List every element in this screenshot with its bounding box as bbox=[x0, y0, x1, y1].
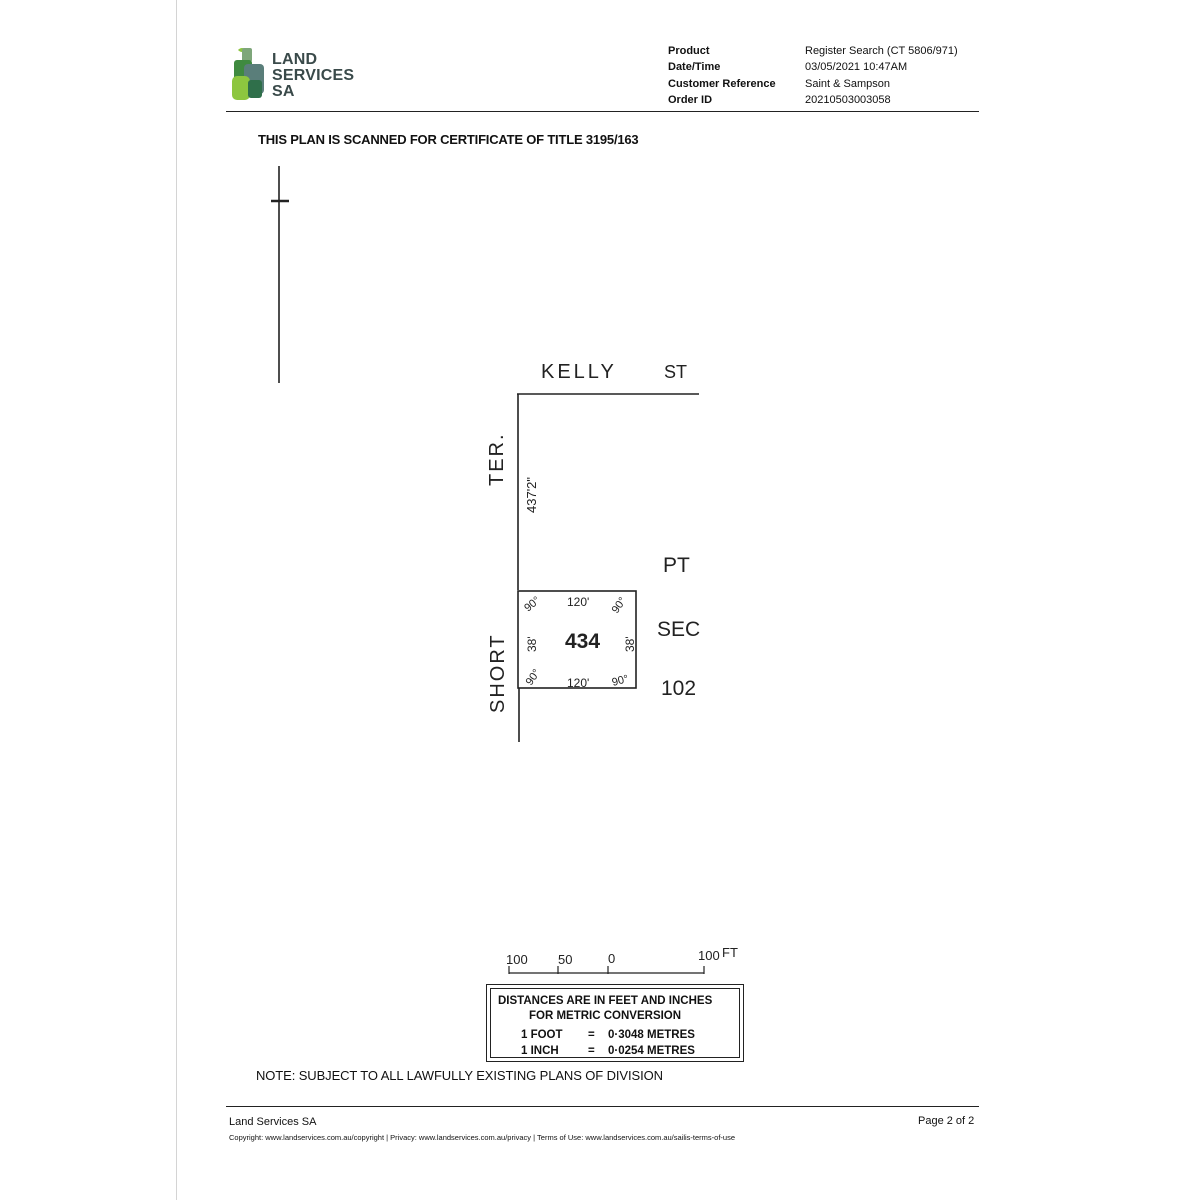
scale-unit: FT bbox=[722, 945, 738, 960]
kelly-street-label: KELLY bbox=[541, 361, 617, 383]
product-value: Register Search (CT 5806/971) bbox=[805, 45, 958, 57]
header-values: Register Search (CT 5806/971) 03/05/2021… bbox=[805, 43, 958, 108]
conversion-inch-eq: = bbox=[588, 1045, 595, 1057]
plan-title: THIS PLAN IS SCANNED FOR CERTIFICATE OF … bbox=[258, 132, 639, 147]
metric-conversion-box: DISTANCES ARE IN FEET AND INCHES FOR MET… bbox=[486, 984, 744, 1062]
terrace-label: TER. bbox=[486, 432, 508, 486]
order-id-value: 20210503003058 bbox=[805, 93, 891, 106]
conversion-foot-unit: 1 FOOT bbox=[521, 1029, 563, 1041]
conversion-inch-unit: 1 INCH bbox=[521, 1045, 559, 1057]
header-rule bbox=[226, 111, 979, 112]
scale-label-0: 0 bbox=[608, 951, 615, 966]
customer-reference-label: Customer Reference bbox=[668, 77, 776, 90]
logo-line-2: SERVICES bbox=[272, 67, 355, 84]
footer-organisation: Land Services SA bbox=[229, 1116, 317, 1128]
customer-reference-value: Saint & Sampson bbox=[805, 77, 890, 90]
short-street-label: SHORT bbox=[487, 633, 509, 713]
lot-width-top: 120' bbox=[567, 595, 589, 609]
scale-label-100-right: 100 bbox=[698, 948, 720, 963]
datetime-label: Date/Time bbox=[668, 61, 721, 74]
conversion-foot-value: 0·3048 METRES bbox=[608, 1029, 695, 1041]
logo-line-3: SA bbox=[272, 83, 295, 100]
angle-bottom-right: 90° bbox=[611, 673, 630, 689]
angle-top-right: 90° bbox=[610, 595, 629, 616]
scale-label-100-left: 100 bbox=[506, 952, 528, 967]
page-number: Page 2 of 2 bbox=[918, 1115, 975, 1127]
metric-conversion-inner: DISTANCES ARE IN FEET AND INCHES FOR MET… bbox=[490, 988, 740, 1058]
conversion-inch-value: 0·0254 METRES bbox=[608, 1045, 695, 1057]
logo-line-1: LAND bbox=[272, 51, 318, 68]
footer-rule bbox=[226, 1106, 979, 1107]
header-labels: Product Date/Time Customer Reference Ord… bbox=[668, 43, 776, 108]
logo-text: LAND SERVICES SA bbox=[272, 52, 354, 100]
logo-mark-icon bbox=[232, 48, 264, 100]
lot-depth-left: 38' bbox=[525, 636, 539, 652]
lot-number: 434 bbox=[565, 630, 600, 653]
conversion-line-1: DISTANCES ARE IN FEET AND INCHES bbox=[498, 995, 713, 1007]
page-edge bbox=[176, 0, 177, 1200]
order-id-label: Order ID bbox=[668, 93, 713, 106]
angle-bottom-left: 90° bbox=[524, 667, 543, 688]
section-line-3: 102 bbox=[661, 677, 696, 700]
scale-label-50: 50 bbox=[558, 952, 572, 967]
section-line-1: PT bbox=[663, 554, 690, 577]
footer-copyright-links: Copyright: www.landservices.com.au/copyr… bbox=[229, 1133, 736, 1142]
lot-width-bottom: 120' bbox=[567, 676, 589, 690]
conversion-foot-eq: = bbox=[588, 1029, 595, 1041]
lot-depth-right: 38' bbox=[623, 636, 637, 652]
street-suffix-label: ST bbox=[664, 362, 687, 382]
product-label: Product bbox=[668, 45, 710, 57]
lot-434-boundary bbox=[517, 590, 637, 689]
datetime-value: 03/05/2021 10:47AM bbox=[805, 61, 908, 74]
frontage-dimension: 437'2" bbox=[524, 477, 539, 513]
conversion-line-2: FOR METRIC CONVERSION bbox=[529, 1010, 682, 1022]
angle-top-left: 90° bbox=[522, 594, 542, 614]
section-line-2: SEC bbox=[657, 618, 700, 641]
land-services-logo: LAND SERVICES SA bbox=[228, 46, 378, 104]
plan-note: NOTE: SUBJECT TO ALL LAWFULLY EXISTING P… bbox=[256, 1068, 663, 1083]
